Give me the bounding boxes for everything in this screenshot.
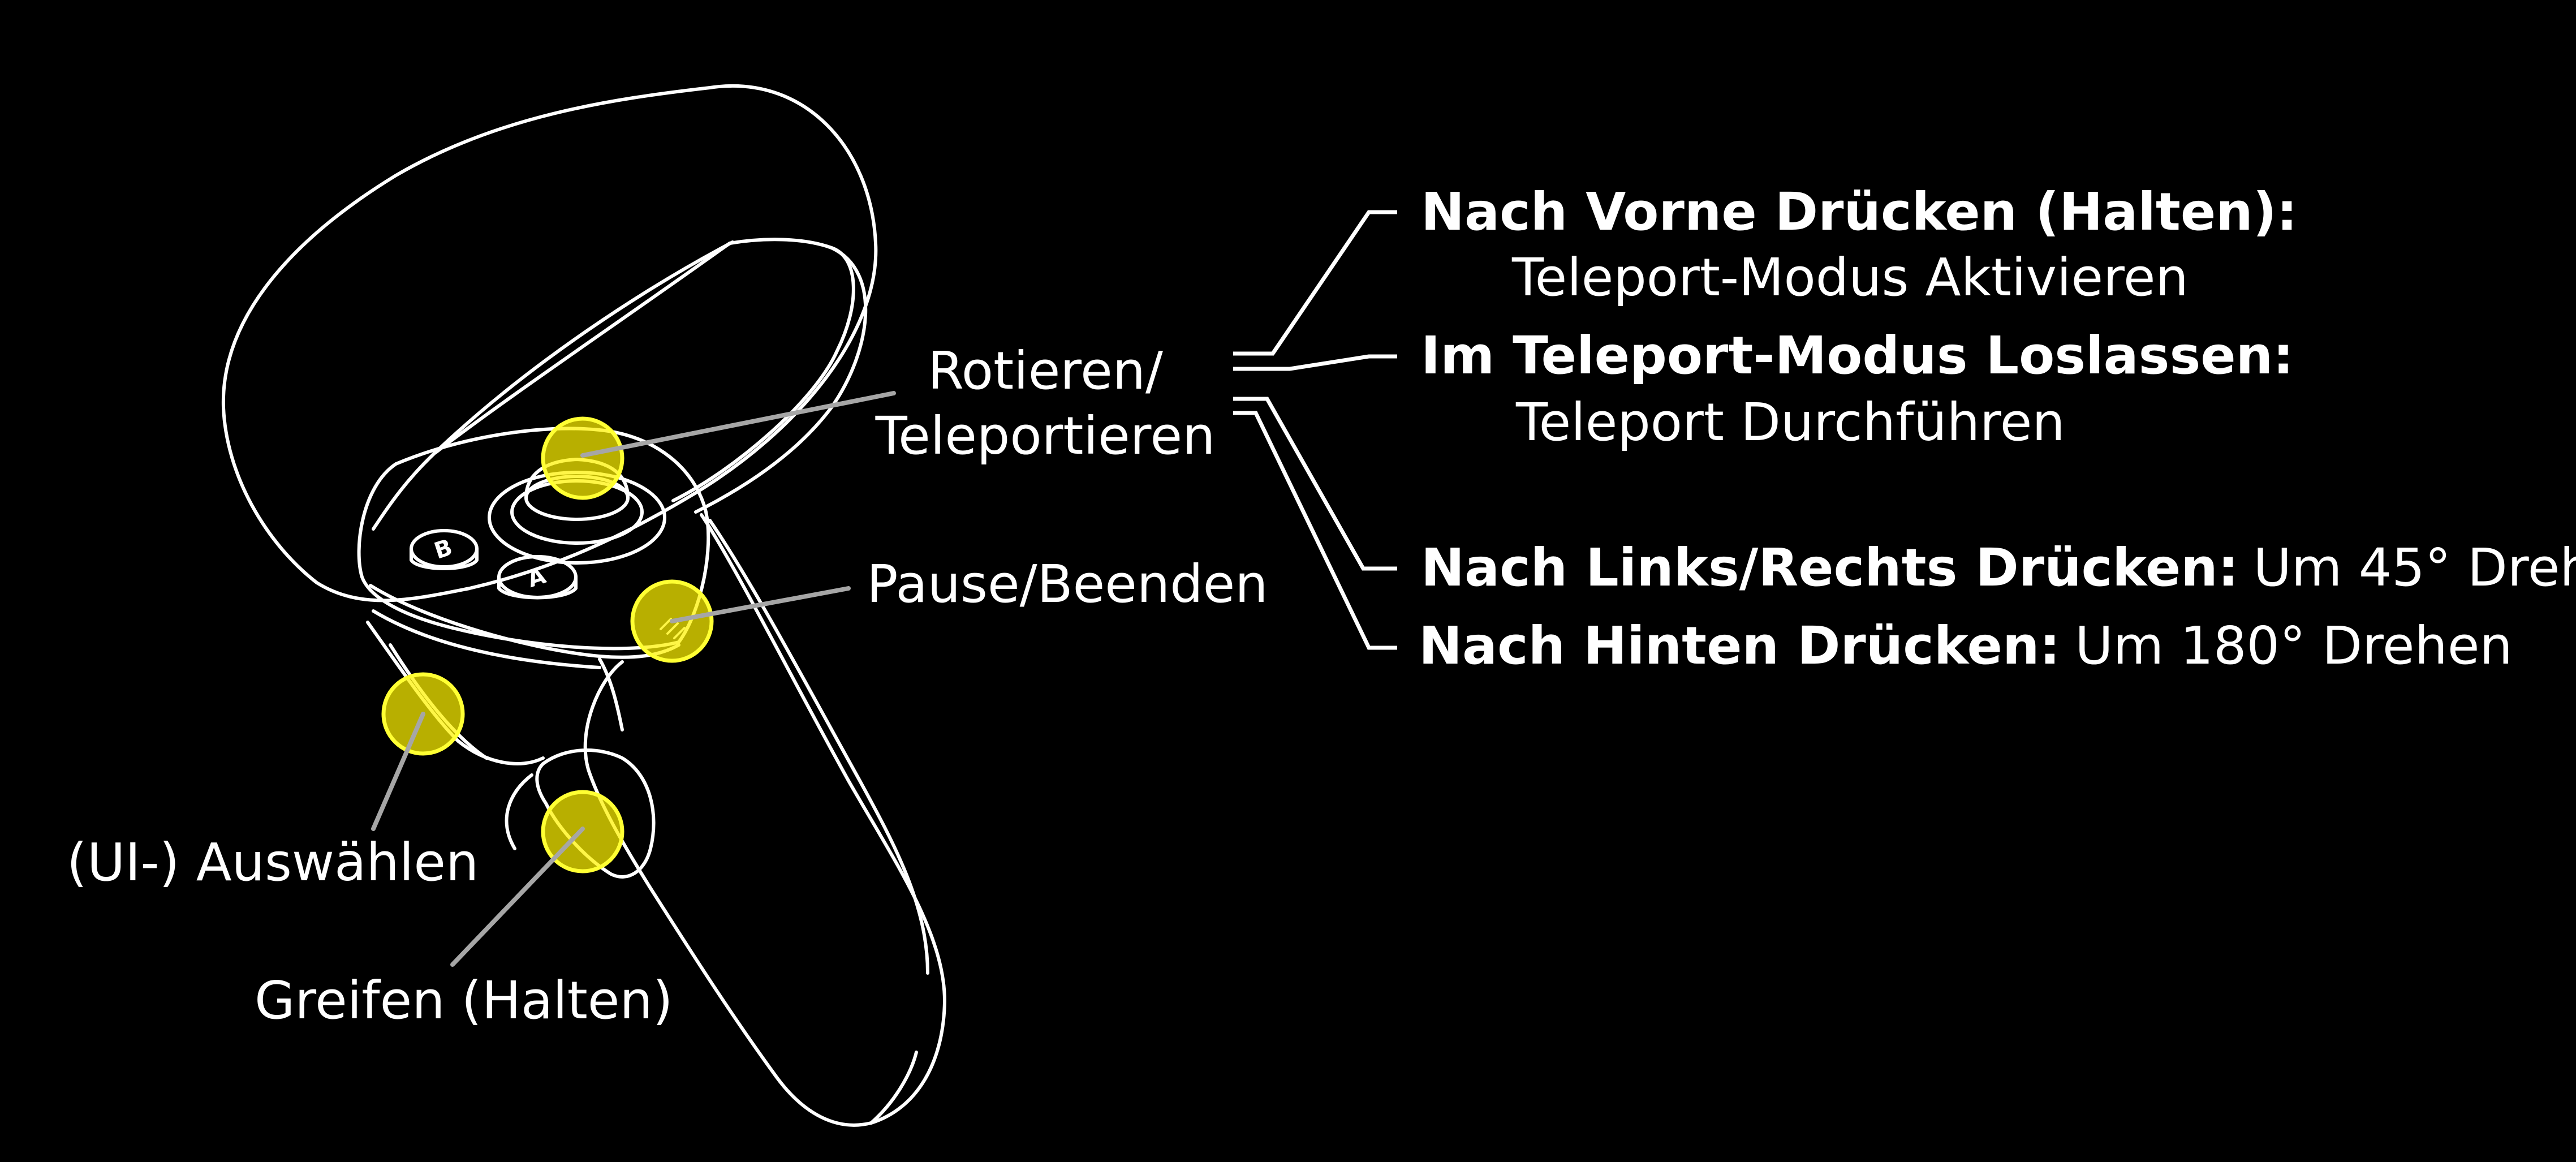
label-rotate-teleport-line1: Rotieren/: [928, 341, 1163, 401]
thumbstick-highlight: [541, 416, 624, 500]
leader-pause-quit: [670, 586, 851, 623]
branch-connectors: [1233, 210, 1397, 650]
b-button-icon: B: [410, 529, 479, 570]
leader-ui-select: [371, 712, 425, 831]
action-back-bold: Nach Hinten Drücken:: [1419, 616, 2060, 676]
vr-controller-outline: B A: [221, 84, 946, 1127]
label-grab-hold: Greifen (Halten): [255, 970, 673, 1031]
leader-rotate-teleport: [580, 391, 896, 458]
action-back-detail: Um 180° Drehen: [2075, 616, 2513, 676]
action-back: Nach Hinten Drücken:Um 180° Drehen: [1419, 616, 2513, 676]
action-forward-bold: Nach Vorne Drücken (Halten):: [1421, 182, 2298, 242]
label-rotate-teleport-line2: Teleportieren: [875, 406, 1216, 466]
action-release-detail: Teleport Durchführen: [1515, 392, 2065, 453]
action-left-right-bold: Nach Links/Rechts Drücken:: [1421, 537, 2239, 598]
action-left-right: Nach Links/Rechts Drücken:Um 45° Drehen: [1421, 537, 2576, 598]
label-pause-quit: Pause/Beenden: [867, 554, 1268, 614]
label-ui-select: (UI-) Auswählen: [67, 832, 479, 893]
leader-grab-hold: [450, 827, 585, 967]
svg-text:B: B: [431, 535, 455, 565]
action-left-right-detail: Um 45° Drehen: [2254, 537, 2576, 598]
action-forward-detail: Teleport-Modus Aktivieren: [1511, 247, 2189, 308]
action-release-bold: Im Teleport-Modus Loslassen:: [1421, 325, 2294, 386]
